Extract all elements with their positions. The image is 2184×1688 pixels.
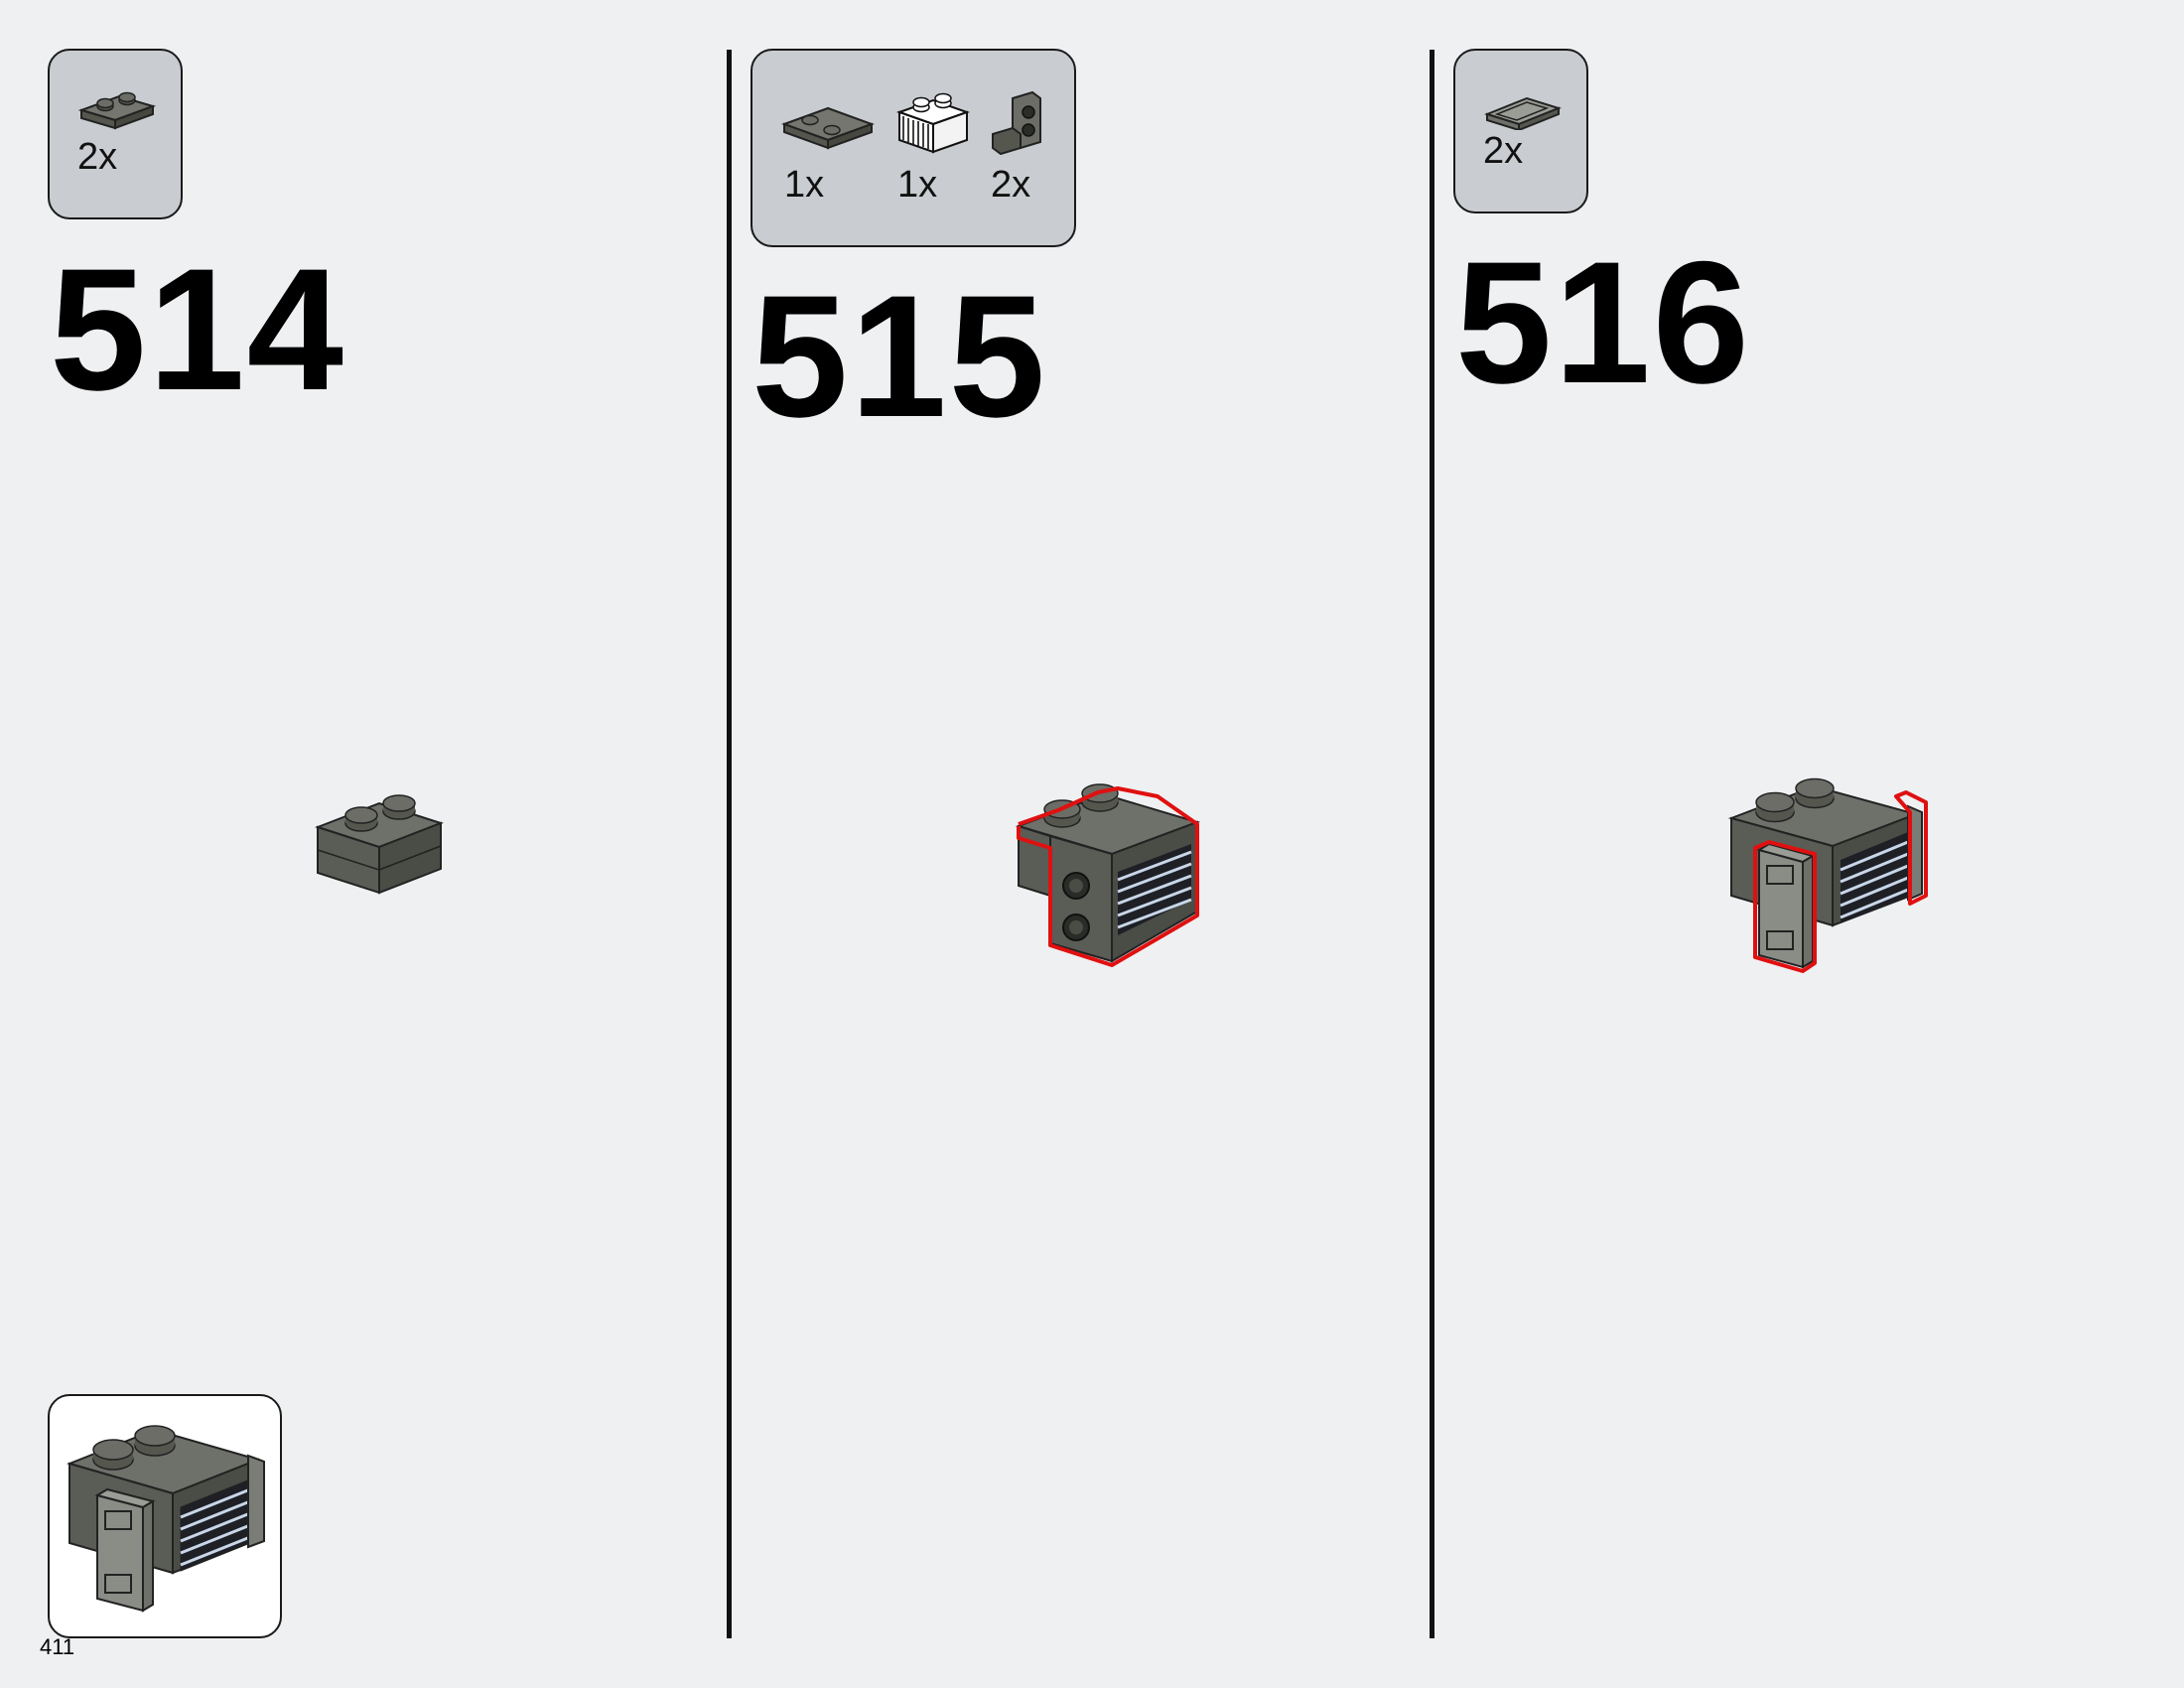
step-514-model	[315, 794, 444, 895]
part-quantity: 2x	[991, 164, 1031, 206]
step-number-516: 516	[1455, 226, 1751, 420]
plate-2x2-corner-icon	[781, 106, 875, 150]
bracket-1x1-icon	[992, 90, 1041, 156]
sub-assembly-result-box	[48, 1394, 282, 1638]
grille-brick-1x2-icon	[895, 92, 971, 154]
radiator-assembly-icon	[66, 1425, 265, 1613]
plate-1x2-icon	[77, 91, 157, 130]
column-divider-1	[727, 50, 732, 1638]
step-515-model	[1015, 783, 1201, 967]
page-number: 411	[40, 1634, 75, 1659]
step-number-514: 514	[50, 233, 345, 427]
parts-list-step-516: 2x	[1453, 49, 1588, 213]
step-number-515: 515	[751, 260, 1047, 454]
column-divider-2	[1430, 50, 1434, 1638]
part-quantity: 2x	[77, 136, 118, 178]
part-quantity: 2x	[1483, 130, 1524, 172]
part-quantity: 1x	[784, 164, 825, 206]
tile-1x2-grille-icon	[1484, 96, 1562, 130]
step-516-model	[1727, 777, 1928, 973]
part-quantity: 1x	[897, 164, 938, 206]
parts-list-step-514: 2x	[48, 49, 183, 219]
parts-list-step-515: 1x 1x 2x	[751, 49, 1076, 247]
